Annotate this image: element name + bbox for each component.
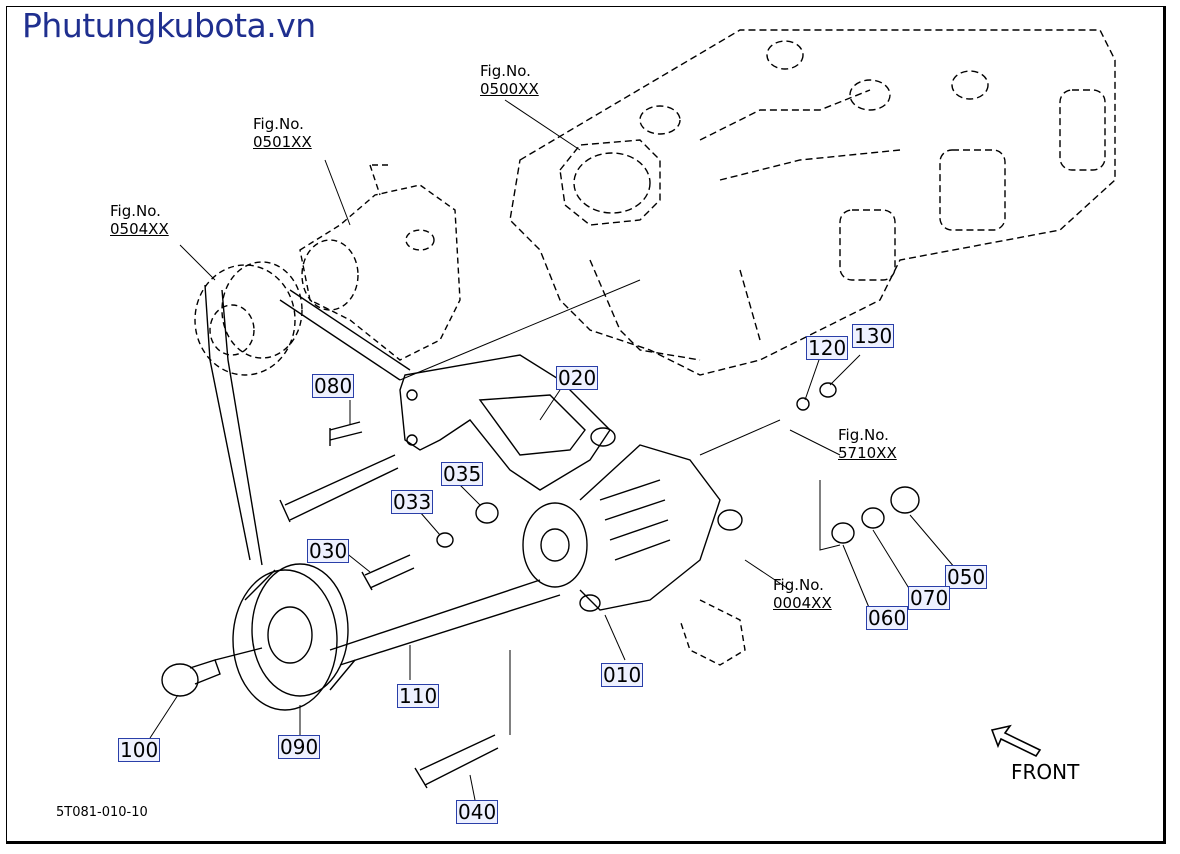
fig-ref-label: Fig.No.	[253, 115, 304, 133]
part-label-080[interactable]: 080	[312, 374, 355, 398]
crank-pulley-090	[232, 563, 356, 711]
bolt-long-upper	[279, 454, 399, 523]
fig-ref-number[interactable]: 0500XX	[480, 80, 539, 98]
fig-ref-label: Fig.No.	[480, 62, 531, 80]
fan-pulley-outline	[194, 261, 303, 376]
part-label-060[interactable]: 060	[866, 606, 909, 630]
washer-120	[796, 397, 810, 411]
part-label-050[interactable]: 050	[945, 565, 988, 589]
fig-ref-0004xx[interactable]: Fig.No. 0004XX	[773, 576, 832, 612]
bracket-020	[399, 354, 611, 491]
site-watermark: Phutungkubota.vn	[22, 6, 316, 45]
fig-ref-5710xx[interactable]: Fig.No. 5710XX	[838, 426, 897, 462]
bolt-080	[329, 421, 363, 446]
fig-ref-number[interactable]: 5710XX	[838, 444, 897, 462]
fig-ref-number[interactable]: 0501XX	[253, 133, 312, 151]
fig-ref-0504xx[interactable]: Fig.No. 0504XX	[110, 202, 169, 238]
front-label: FRONT	[1011, 760, 1080, 784]
water-pump-outline	[299, 164, 461, 361]
fig-ref-number[interactable]: 0004XX	[773, 594, 832, 612]
belt-110	[204, 284, 561, 666]
part-label-100[interactable]: 100	[118, 738, 161, 762]
washer-033	[436, 532, 454, 548]
bolt-030	[361, 554, 415, 591]
part-label-070[interactable]: 070	[908, 586, 951, 610]
washer-060	[831, 522, 855, 544]
fig-ref-label: Fig.No.	[773, 576, 824, 594]
fig-ref-0501xx[interactable]: Fig.No. 0501XX	[253, 115, 312, 151]
part-label-010[interactable]: 010	[601, 663, 644, 687]
leader-lines	[149, 99, 956, 801]
fig-ref-label: Fig.No.	[838, 426, 889, 444]
fig-ref-label: Fig.No.	[110, 202, 161, 220]
nut-130	[819, 382, 837, 398]
part-label-120[interactable]: 120	[806, 336, 849, 360]
part-label-020[interactable]: 020	[556, 366, 599, 390]
washer-035	[475, 502, 499, 524]
part-label-090[interactable]: 090	[278, 735, 321, 759]
part-label-040[interactable]: 040	[456, 800, 499, 824]
part-label-030[interactable]: 030	[307, 539, 350, 563]
bolt-040	[414, 734, 499, 789]
front-arrow-icon	[990, 724, 1042, 758]
alternator-010	[522, 427, 746, 666]
fig-ref-number[interactable]: 0504XX	[110, 220, 169, 238]
cylinder-head-outline	[509, 29, 1116, 376]
washer-070	[861, 507, 885, 529]
diagram-frame	[6, 6, 1166, 844]
nut-050	[890, 486, 920, 514]
part-label-130[interactable]: 130	[852, 324, 895, 348]
part-label-035[interactable]: 035	[441, 462, 484, 486]
diagram-code: 5T081-010-10	[56, 805, 148, 820]
part-label-033[interactable]: 033	[391, 490, 434, 514]
fig-ref-0500xx[interactable]: Fig.No. 0500XX	[480, 62, 539, 98]
bolt-100	[161, 647, 263, 697]
part-label-110[interactable]: 110	[397, 684, 440, 708]
